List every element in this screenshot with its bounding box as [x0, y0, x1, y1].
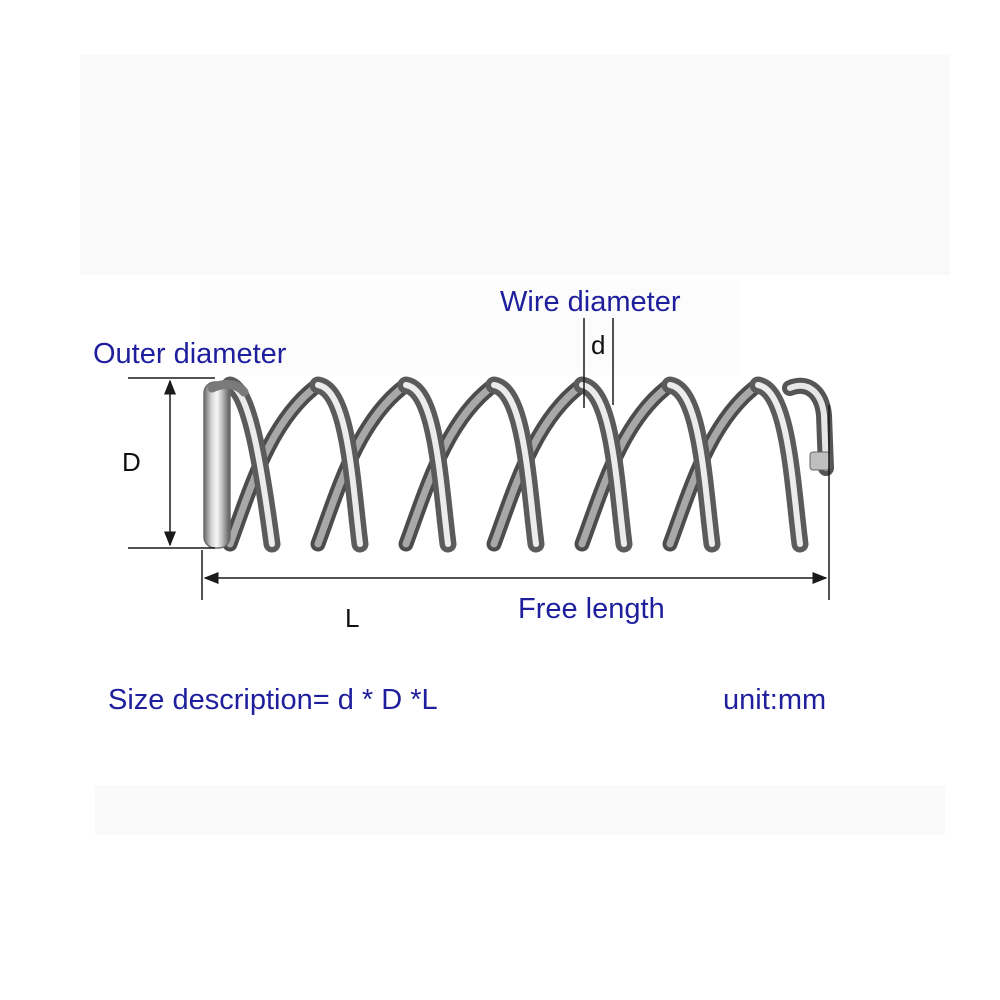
free-length-label: Free length [518, 593, 665, 625]
free-length-symbol: L [345, 603, 360, 633]
size-description: Size description= d * D *L [108, 684, 438, 716]
background-panel-top [80, 55, 950, 275]
outer-diameter-symbol: D [122, 447, 141, 477]
wire-diameter-symbol: d [591, 330, 606, 360]
unit-label: unit:mm [723, 684, 827, 716]
wire-diameter-label: Wire diameter [500, 286, 681, 318]
compression-spring-illustration [203, 376, 834, 553]
background-panel-bottom [95, 785, 945, 835]
background-panel-middle [200, 280, 740, 375]
outer-diameter-label: Outer diameter [93, 338, 287, 370]
